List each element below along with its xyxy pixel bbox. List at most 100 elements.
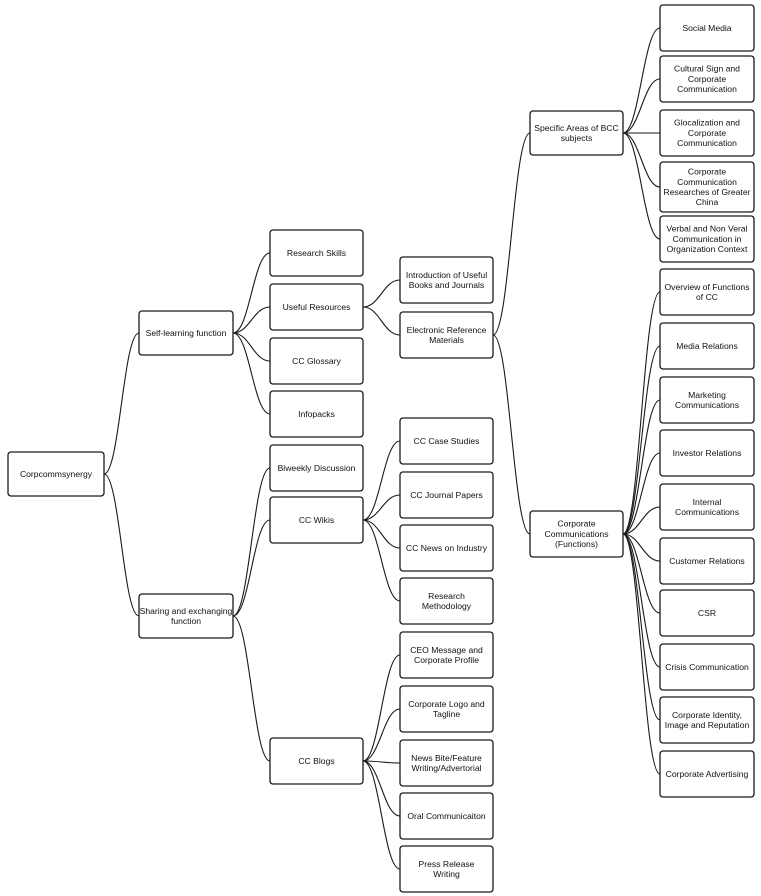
connector-corp-comm-functions-to-corporate-advertising xyxy=(622,533,661,775)
connector-specific-areas-to-verbal-nonverbal xyxy=(622,132,661,240)
node-label: Oral Communicaiton xyxy=(407,811,486,821)
node-label: Corporate Identity,Image and Reputation xyxy=(665,710,750,730)
node-box xyxy=(269,229,364,277)
connector-corp-comm-functions-to-marketing-comm xyxy=(622,399,661,535)
node-label: Social Media xyxy=(682,23,731,33)
connector-useful-resources-to-intro-books xyxy=(362,279,401,308)
connector-specific-areas-to-cc-researches xyxy=(622,132,661,188)
node-corporate-identity: Corporate Identity,Image and Reputation xyxy=(659,696,755,744)
connector-corp-comm-functions-to-investor-relations xyxy=(622,452,661,535)
node-label: Self-learning function xyxy=(146,328,227,338)
node-box xyxy=(659,429,755,477)
node-label: CC Wikis xyxy=(299,515,334,525)
node-cc-news: CC News on Industry xyxy=(399,524,494,572)
connector-cc-blogs-to-corporate-logo xyxy=(362,708,401,762)
connector-self-learning-to-research-skills xyxy=(232,252,271,334)
connector-self-learning-to-cc-glossary xyxy=(232,332,271,362)
connector-specific-areas-to-cultural-sign xyxy=(622,78,661,134)
node-boxes: Corpcommsynergy Self-learning functionSha… xyxy=(7,4,755,893)
node-box xyxy=(659,4,755,52)
node-media-relations: Media Relations xyxy=(659,322,755,370)
node-box xyxy=(659,643,755,691)
node-label: Biweekly Discussion xyxy=(278,463,356,473)
node-box xyxy=(269,337,364,385)
node-root: Corpcommsynergy xyxy=(7,451,105,497)
node-box xyxy=(399,311,494,359)
node-box xyxy=(529,510,624,558)
connector-cc-blogs-to-oral-comm xyxy=(362,760,401,817)
connector-electronic-ref-to-specific-areas xyxy=(492,132,531,336)
node-label: Research Skills xyxy=(287,248,346,258)
node-label: CC Blogs xyxy=(298,756,334,766)
connector-cc-wikis-to-cc-news xyxy=(362,519,401,549)
node-customer-relations: Customer Relations xyxy=(659,537,755,585)
node-corporate-advertising: Corporate Advertising xyxy=(659,750,755,798)
node-crisis-comm: Crisis Communication xyxy=(659,643,755,691)
node-label: Corpcommsynergy xyxy=(20,469,93,479)
node-label: Investor Relations xyxy=(673,448,742,458)
connector-cc-wikis-to-cc-case-studies xyxy=(362,440,401,521)
connector-sharing-to-cc-blogs xyxy=(232,615,271,762)
node-label: CC Glossary xyxy=(292,356,341,366)
node-box xyxy=(659,215,755,263)
node-box xyxy=(7,451,105,497)
connector-electronic-ref-to-corp-comm-functions xyxy=(492,334,531,535)
connector-root-to-self-learning xyxy=(103,332,140,475)
node-box xyxy=(399,256,494,304)
connector-useful-resources-to-electronic-ref xyxy=(362,306,401,336)
connector-lines xyxy=(103,27,661,870)
node-oral-comm: Oral Communicaiton xyxy=(399,792,494,840)
node-box xyxy=(399,685,494,733)
connector-root-to-sharing xyxy=(103,473,140,617)
node-cc-wikis: CC Wikis xyxy=(269,496,364,544)
node-label: Crisis Communication xyxy=(665,662,749,672)
node-box xyxy=(529,110,624,156)
node-box xyxy=(138,310,234,356)
node-label: CC Case Studies xyxy=(414,436,480,446)
connector-self-learning-to-infopacks xyxy=(232,332,271,415)
node-box xyxy=(659,483,755,531)
connector-cc-blogs-to-press-release xyxy=(362,760,401,870)
connector-corp-comm-functions-to-corporate-identity xyxy=(622,533,661,721)
node-box xyxy=(659,537,755,585)
node-self-learning: Self-learning function xyxy=(138,310,234,356)
node-box xyxy=(399,471,494,519)
node-csr: CSR xyxy=(659,589,755,637)
connector-corp-comm-functions-to-media-relations xyxy=(622,345,661,535)
node-box xyxy=(269,283,364,331)
node-research-skills: Research Skills xyxy=(269,229,364,277)
connector-corp-comm-functions-to-customer-relations xyxy=(622,533,661,562)
node-label: Customer Relations xyxy=(669,556,744,566)
connector-specific-areas-to-social-media xyxy=(622,27,661,134)
connector-self-learning-to-useful-resources xyxy=(232,306,271,334)
node-box xyxy=(659,161,755,213)
node-cc-blogs: CC Blogs xyxy=(269,737,364,785)
connector-corp-comm-functions-to-internal-comm xyxy=(622,506,661,535)
node-box xyxy=(659,696,755,744)
node-useful-resources: Useful Resources xyxy=(269,283,364,331)
